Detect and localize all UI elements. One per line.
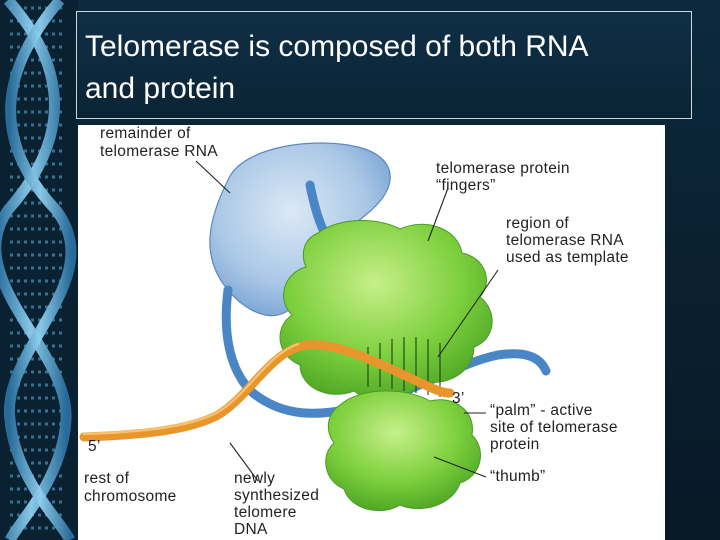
label-template-line3: used as template [506,249,629,266]
telomere-dna-strand [79,340,455,442]
dna-helix-decoration [0,0,78,540]
label-new-dna-line2: synthesized [234,487,319,504]
title-line-1: Telomerase is composed of both RNA [85,30,589,63]
label-palm-line1: “palm” - active [490,402,593,419]
telomerase-diagram: remainder of telomerase RNA telomerase p… [79,125,629,538]
label-new-dna-line3: telomere [234,504,297,521]
label-three-prime: 3’ [452,390,465,407]
label-remainder-rna-line2: telomerase RNA [100,143,218,160]
label-palm-line2: site of telomerase [490,419,618,436]
label-palm-line3: protein [490,436,540,453]
telomerase-figure: remainder of telomerase RNA telomerase p… [78,125,665,540]
label-fingers-line1: telomerase protein [436,160,570,177]
label-new-dna-line1: newly [234,470,275,487]
title-box: Telomerase is composed of both RNA and p… [76,11,692,119]
label-thumb: “thumb” [490,468,546,485]
dna-strand-highlight [82,342,300,436]
label-remainder-rna-line1: remainder of [100,125,191,142]
label-five-prime: 5’ [88,438,101,455]
label-leader-lines [195,160,499,482]
slide-title: Telomerase is composed of both RNA and p… [85,26,685,110]
label-template-line2: telomerase RNA [506,232,624,249]
telomerase-protein-thumb [325,390,481,512]
label-template-line1: region of [506,215,569,232]
title-line-2: and protein [85,72,236,105]
label-fingers-line2: “fingers” [436,177,496,194]
label-chromosome-line2: chromosome [84,488,177,505]
label-new-dna-line4: DNA [234,521,268,538]
telomerase-protein-fingers [279,220,493,401]
label-chromosome-line1: rest of [84,470,130,487]
